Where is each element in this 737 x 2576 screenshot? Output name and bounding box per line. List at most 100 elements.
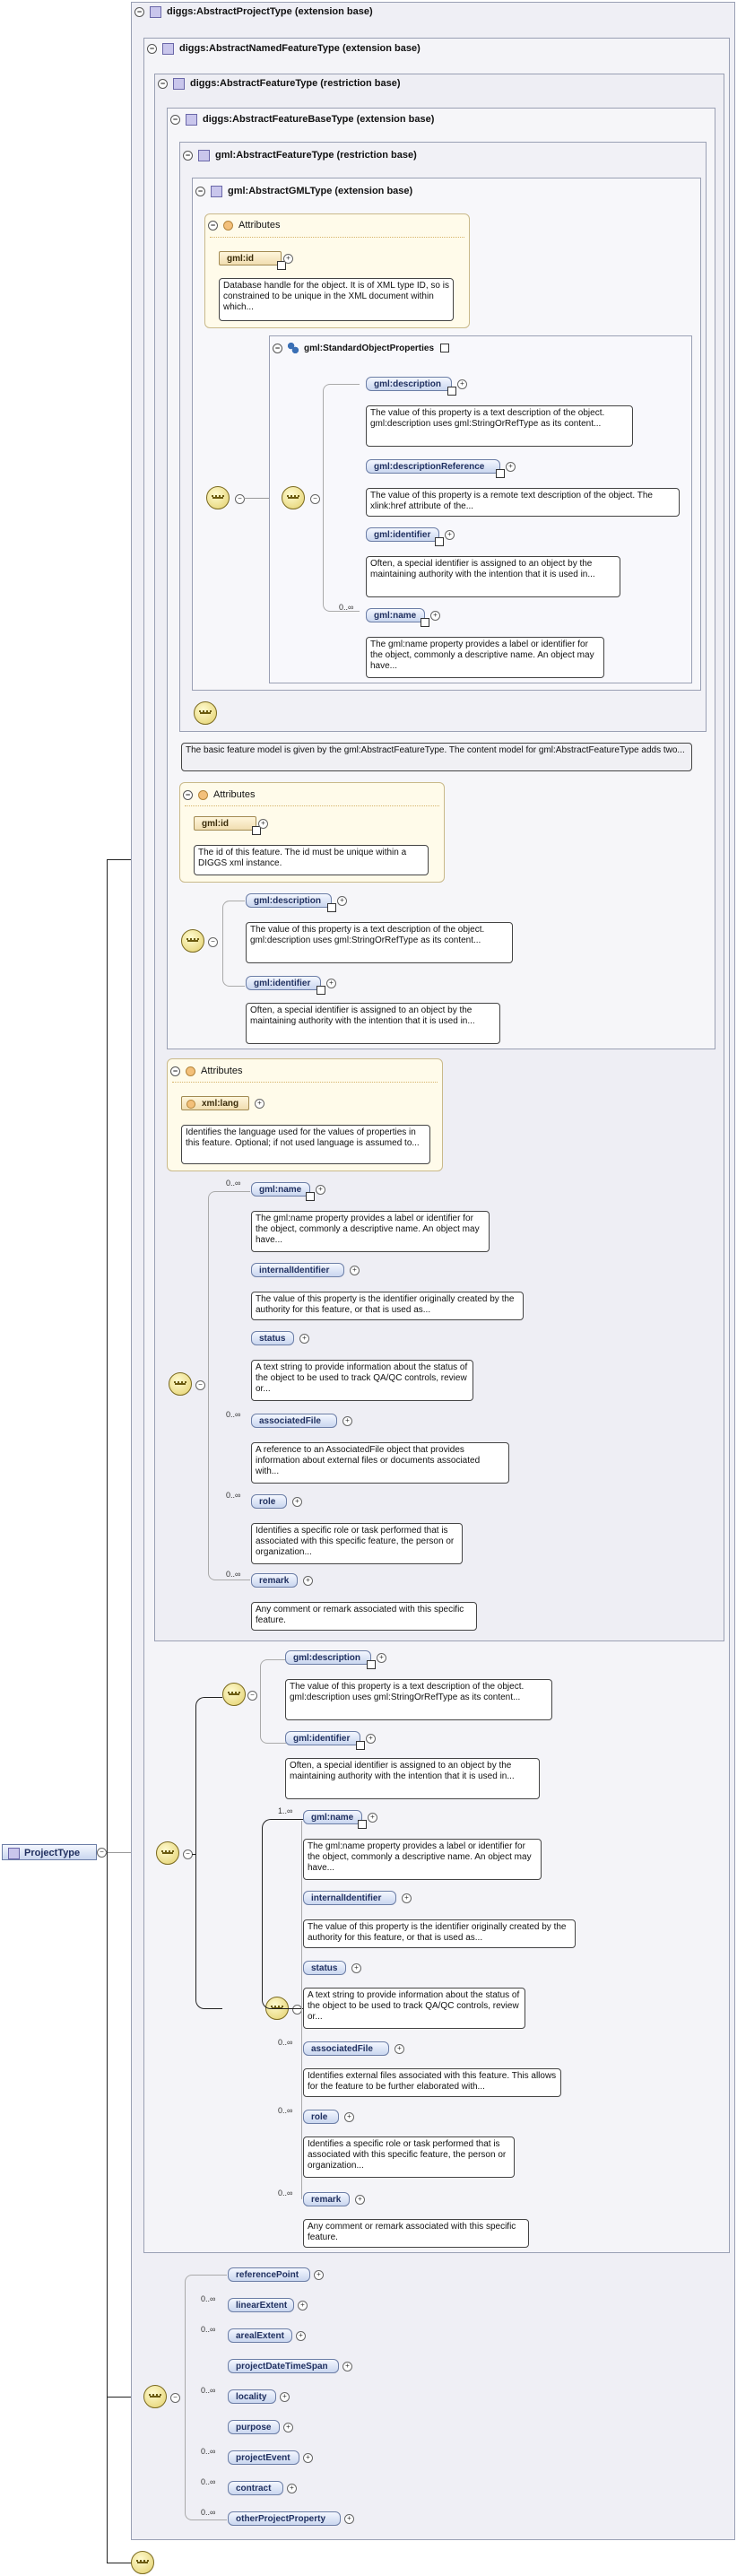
element-project-event[interactable]: projectEvent [228,2450,299,2465]
attr-gml-id[interactable]: gml:id [194,816,261,835]
element-gml-name[interactable]: gml:name [303,1810,367,1829]
collapse-icon[interactable]: − [208,220,218,231]
element-gml-description[interactable]: gml:description [246,893,336,912]
collapse-icon[interactable]: − [273,343,282,353]
element-gml-description-reference[interactable]: gml:descriptionReference [366,459,505,478]
element-linear-extent[interactable]: linearExtent [228,2298,294,2312]
element-gml-identifier[interactable]: gml:identifier [366,527,444,546]
collapse-icon[interactable]: − [235,494,245,504]
collapse-icon[interactable]: − [158,78,168,89]
box-header-gml[interactable]: −gml:AbstractGMLType (extension base) [195,184,412,198]
element-internal-identifier[interactable]: internalIdentifier [303,1891,396,1905]
expand-icon[interactable]: + [350,1266,360,1275]
sequence-icon[interactable] [169,1372,192,1396]
expand-icon[interactable]: + [344,2514,354,2524]
collapse-icon[interactable]: − [170,2393,180,2403]
expand-icon[interactable]: + [377,1653,386,1663]
collapse-icon[interactable]: − [247,1691,257,1701]
element-other-project-property[interactable]: otherProjectProperty [228,2511,341,2526]
expand-icon[interactable]: + [445,530,455,540]
expand-icon[interactable]: + [326,979,336,988]
attributes-header[interactable]: −Attributes [208,218,280,232]
element-internal-identifier[interactable]: internalIdentifier [251,1263,344,1277]
box-header-gml-feature[interactable]: −gml:AbstractFeatureType (restriction ba… [183,148,417,162]
expand-icon[interactable]: + [457,379,467,389]
element-gml-identifier[interactable]: gml:identifier [285,1731,365,1750]
box-header-featurebase[interactable]: −diggs:AbstractFeatureBaseType (extensio… [170,112,434,126]
collapse-icon[interactable]: − [183,150,193,161]
element-role[interactable]: role [251,1494,287,1509]
attributes-header[interactable]: −Attributes [183,788,255,802]
element-gml-name[interactable]: gml:name [251,1182,315,1201]
expand-icon[interactable]: + [342,2362,352,2371]
expand-icon[interactable]: + [283,2423,293,2432]
expand-icon[interactable]: + [283,254,293,264]
expand-icon[interactable]: + [342,1416,352,1426]
element-remark[interactable]: remark [303,2192,350,2206]
element-associated-file[interactable]: associatedFile [251,1414,337,1428]
expand-icon[interactable]: + [292,1497,302,1507]
sequence-icon[interactable] [194,701,217,725]
box-header-named[interactable]: −diggs:AbstractNamedFeatureType (extensi… [147,41,421,56]
box-header-project[interactable]: −diggs:AbstractProjectType (extension ba… [134,4,373,19]
expand-icon[interactable]: + [395,2044,404,2054]
expand-icon[interactable]: + [255,1099,264,1109]
collapse-icon[interactable]: − [134,6,144,17]
collapse-icon[interactable]: − [195,186,205,196]
collapse-icon[interactable]: − [195,1380,205,1390]
element-project-date-time-span[interactable]: projectDateTimeSpan [228,2359,339,2373]
expand-icon[interactable]: + [344,2112,354,2122]
expand-icon[interactable]: + [366,1734,376,1744]
expand-icon[interactable]: + [337,896,347,906]
element-associated-file[interactable]: associatedFile [303,2041,389,2056]
expand-icon[interactable]: + [316,1185,325,1195]
expand-icon[interactable]: + [258,819,268,829]
element-role[interactable]: role [303,2110,339,2124]
root-element-projecttype[interactable]: ProjectType [2,1844,97,1860]
element-reference-point[interactable]: referencePoint [228,2267,310,2282]
expand-icon[interactable]: + [296,2331,306,2341]
element-status[interactable]: status [303,1961,346,1975]
group-header[interactable]: −gml:StandardObjectProperties [273,341,450,355]
attr-gml-id[interactable]: gml:id [219,251,286,270]
sequence-icon[interactable] [222,1683,246,1706]
expand-icon[interactable]: + [280,2392,290,2402]
sequence-icon[interactable] [156,1841,179,1865]
expand-icon[interactable]: + [430,611,440,621]
expand-icon[interactable]: + [287,2484,297,2493]
collapse-icon[interactable]: − [147,43,157,54]
sequence-icon[interactable] [143,2385,167,2408]
expand-icon[interactable]: + [299,1334,309,1344]
collapse-icon[interactable]: − [170,114,180,125]
element-status[interactable]: status [251,1331,294,1345]
attributes-header[interactable]: −Attributes [170,1064,242,1078]
expand-icon[interactable]: + [368,1813,377,1823]
sequence-icon[interactable] [181,929,204,953]
element-contract[interactable]: contract [228,2481,283,2495]
sequence-icon[interactable] [131,2551,154,2574]
box-header-diggs-feature[interactable]: −diggs:AbstractFeatureType (restriction … [158,76,401,91]
element-areal-extent[interactable]: arealExtent [228,2328,292,2343]
element-purpose[interactable]: purpose [228,2420,280,2434]
expand-icon[interactable]: + [303,2453,313,2463]
expand-icon[interactable]: + [355,2195,365,2205]
element-gml-identifier[interactable]: gml:identifier [246,976,325,995]
sequence-icon[interactable] [206,486,230,509]
element-remark[interactable]: remark [251,1573,298,1588]
element-gml-description[interactable]: gml:description [285,1650,376,1669]
expand-icon[interactable]: + [303,1576,313,1586]
element-gml-description[interactable]: gml:description [366,377,456,396]
collapse-icon[interactable]: − [208,937,218,947]
expand-icon[interactable]: + [402,1893,412,1903]
attr-xml-lang[interactable]: xml:lang [181,1096,249,1110]
expand-icon[interactable]: + [314,2270,324,2280]
element-gml-name[interactable]: gml:name [366,608,429,627]
collapse-icon[interactable]: − [183,789,193,800]
element-locality[interactable]: locality [228,2389,276,2404]
collapse-icon[interactable]: − [170,1066,180,1076]
expand-icon[interactable]: + [506,462,516,472]
expand-icon[interactable]: + [351,1963,361,1973]
collapse-icon[interactable]: − [310,494,320,504]
sequence-icon[interactable] [282,486,305,509]
expand-icon[interactable]: + [298,2301,308,2311]
